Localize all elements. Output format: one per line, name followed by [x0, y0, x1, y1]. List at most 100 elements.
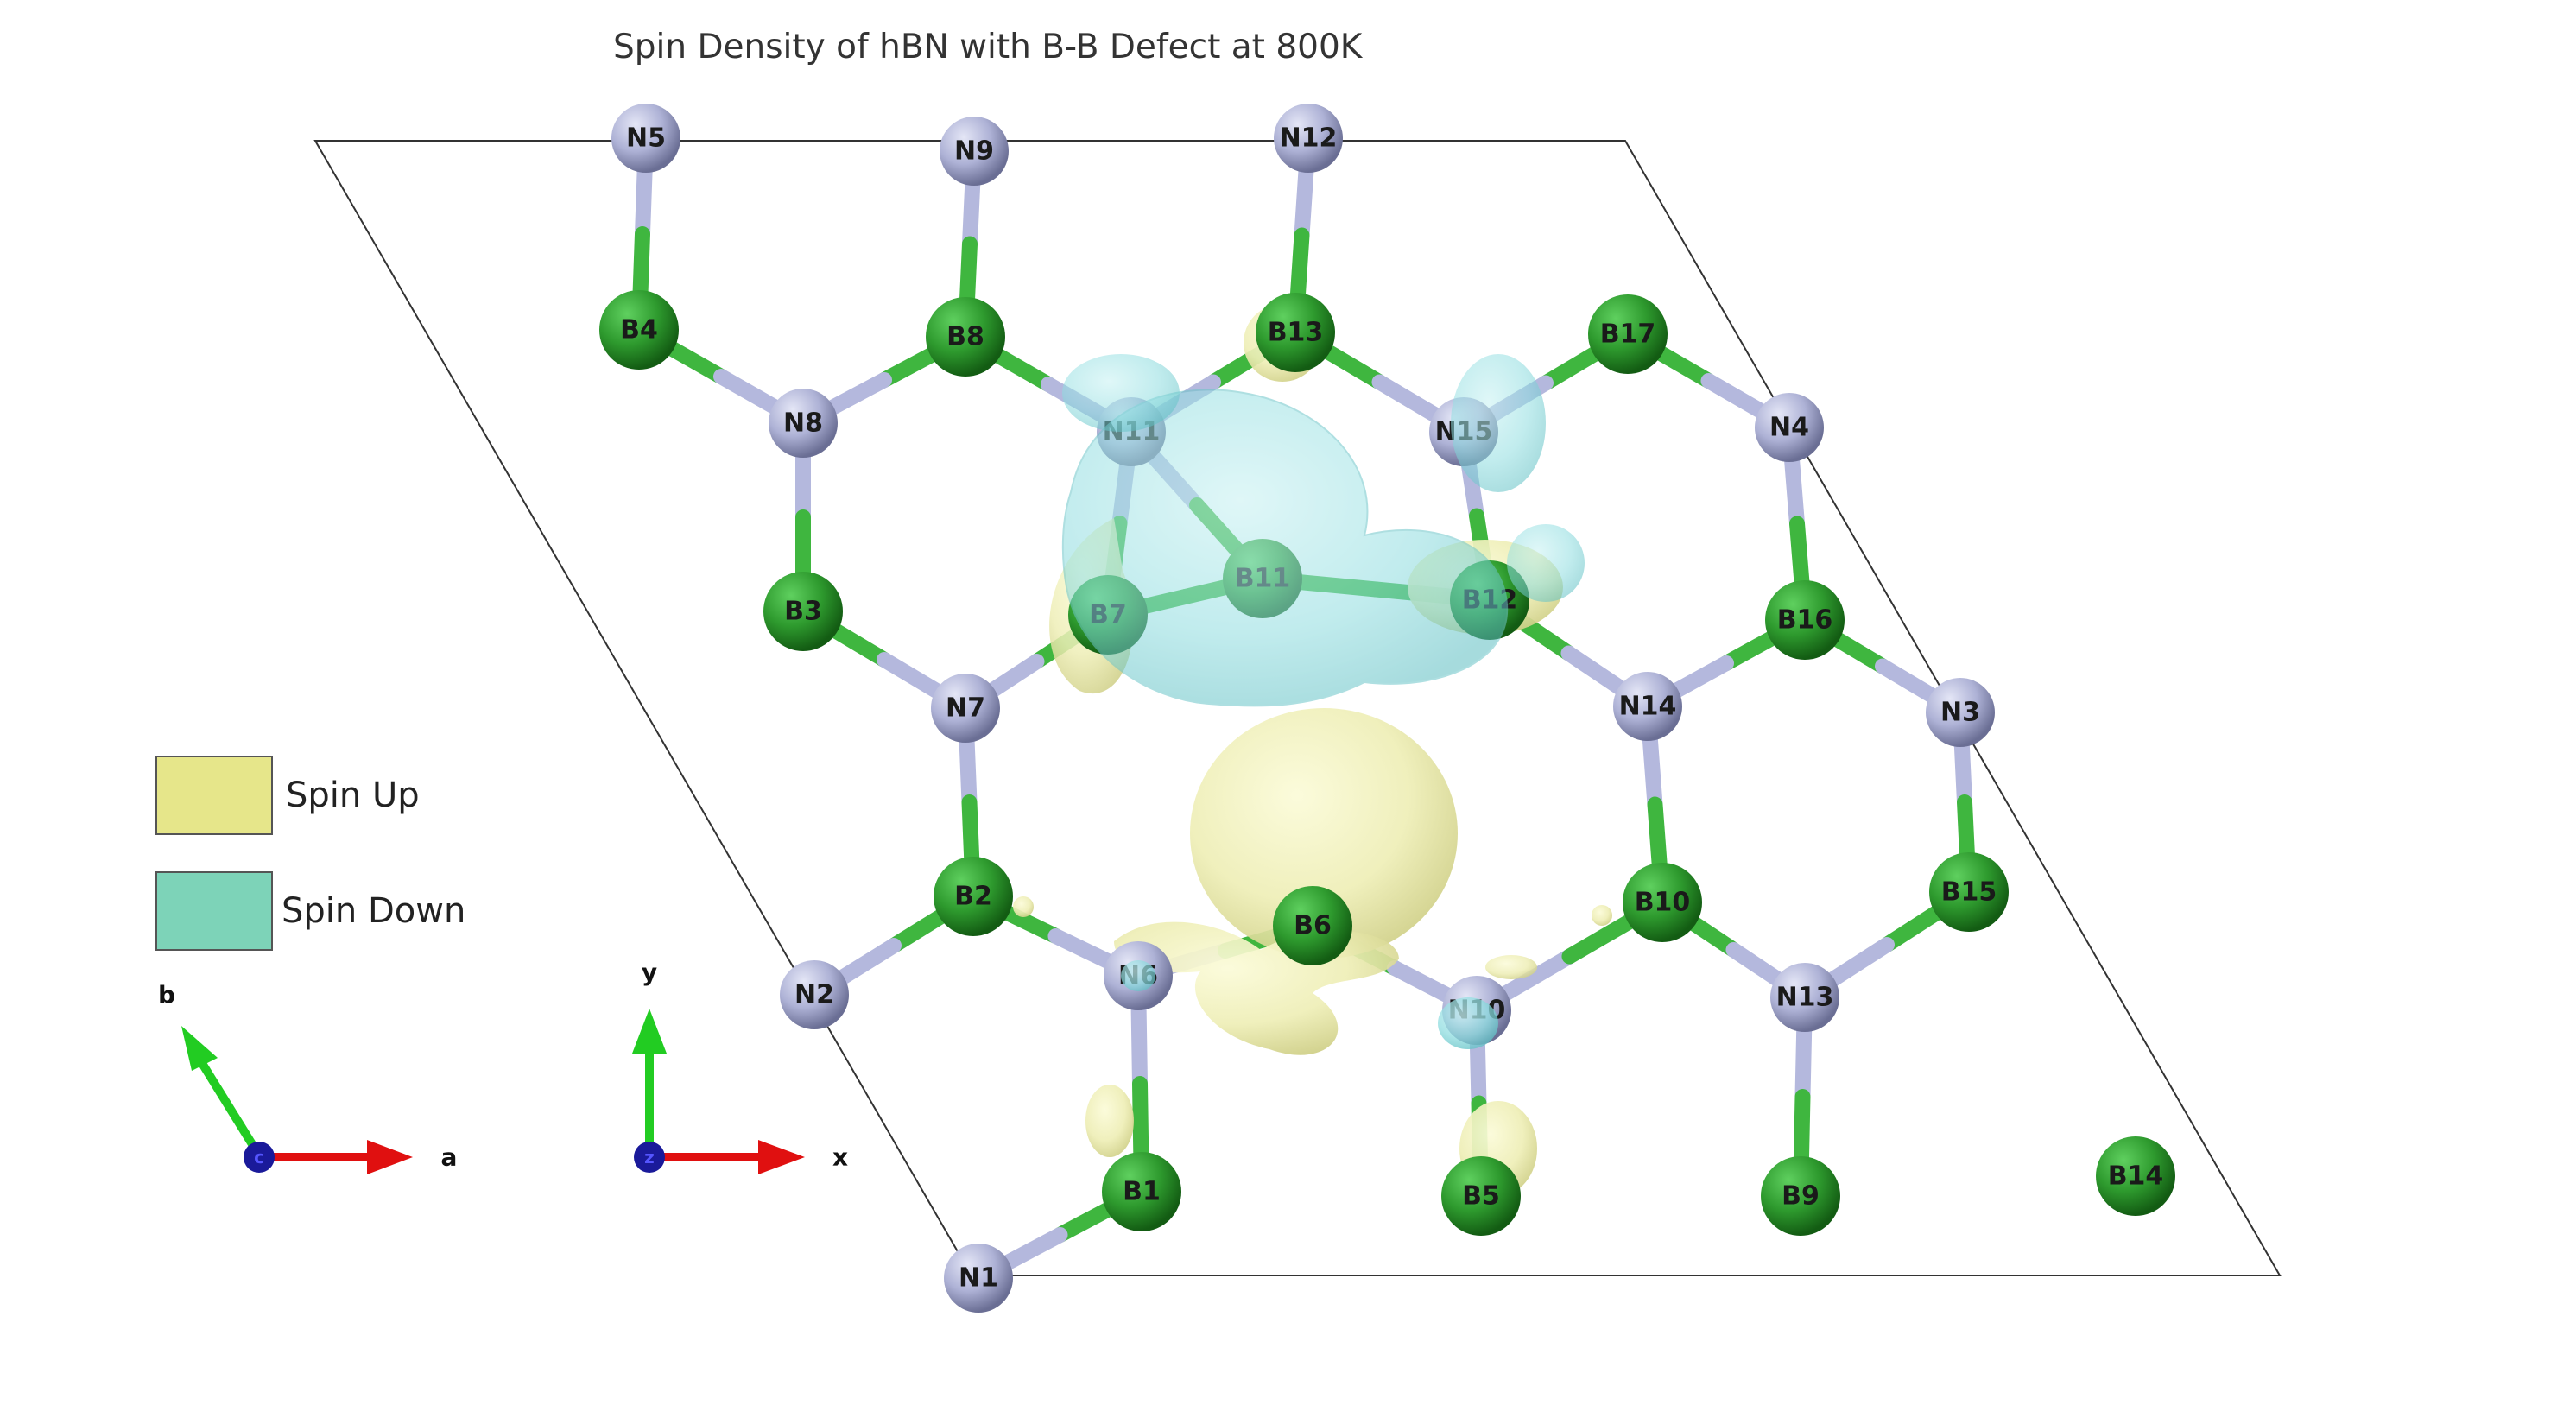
atom-b13: B13 — [1256, 293, 1335, 372]
spin-up-lobe — [1485, 955, 1537, 979]
atom-n4: N4 — [1755, 393, 1824, 462]
atom-b8: B8 — [926, 297, 1005, 377]
axis-b-arrow — [196, 1058, 263, 1158]
spin-down-lobe — [1121, 960, 1155, 991]
atom-n1: N1 — [944, 1244, 1013, 1313]
axis-y-arrowhead — [632, 1009, 667, 1054]
legend-label-spin-down: Spin Down — [282, 891, 465, 931]
lattice-axes-indicator: c b a — [158, 981, 457, 1174]
spin-up-lobe — [1013, 896, 1034, 917]
atom-n13: N13 — [1770, 963, 1839, 1032]
atom-b5: B5 — [1441, 1156, 1521, 1236]
atom-label: B13 — [1268, 318, 1324, 348]
atom-b9: B9 — [1761, 1156, 1840, 1236]
spin-down-lobe — [1451, 354, 1546, 492]
figure-title: Spin Density of hBN with B-B Defect at 8… — [613, 28, 1363, 66]
atom-n14: N14 — [1613, 672, 1682, 741]
axis-c-dot — [244, 1142, 275, 1173]
nitrogen-atom-sphere — [944, 1244, 1013, 1313]
atom-label: B6 — [1294, 911, 1332, 941]
nitrogen-atom-sphere — [611, 104, 680, 173]
spin-down-lobe — [1061, 389, 1509, 707]
nitrogen-atom-sphere — [769, 389, 838, 458]
spin-down-lobe — [1438, 997, 1498, 1049]
axis-z-dot — [634, 1142, 665, 1173]
atom-n5: N5 — [611, 104, 680, 173]
atom-n2: N2 — [780, 960, 849, 1029]
spin-up-lobe — [1085, 1085, 1134, 1157]
atom-label: B15 — [1941, 877, 1997, 908]
atom-label: N9 — [954, 136, 994, 167]
atom-label: N4 — [1769, 413, 1809, 443]
axis-a-arrowhead — [367, 1140, 413, 1174]
boron-atom-sphere — [599, 290, 679, 370]
atom-label: N2 — [794, 980, 834, 1010]
atoms: N5N9N12B4B8B13B17N8N11N15N4B3B7B11B12B16… — [599, 104, 2175, 1313]
boron-atom-sphere — [1441, 1156, 1521, 1236]
spin-up-lobe — [1190, 708, 1458, 959]
legend-swatch-spin-up — [155, 756, 273, 835]
nitrogen-atom-sphere — [940, 117, 1009, 186]
atom-n12: N12 — [1274, 104, 1343, 173]
atom-label: N5 — [626, 123, 666, 154]
atom-label: B9 — [1782, 1181, 1820, 1212]
spin-down-lobe — [1062, 354, 1180, 432]
atom-label: B10 — [1635, 888, 1691, 918]
spin-up-lobe — [1592, 905, 1612, 926]
spin-down-lobe — [1507, 524, 1585, 602]
atom-b4: B4 — [599, 290, 679, 370]
cartesian-axes-indicator: z y x — [632, 959, 848, 1174]
atom-label: B17 — [1600, 320, 1656, 350]
axis-b-label: b — [158, 981, 175, 1009]
boron-atom-sphere — [763, 572, 843, 651]
boron-atom-sphere — [1929, 852, 2009, 932]
axis-y-label: y — [642, 959, 657, 987]
atom-label: N3 — [1940, 698, 1980, 728]
legend-label-spin-up: Spin Up — [286, 775, 420, 815]
spin-density-front — [1061, 354, 1585, 1049]
atom-b3: B3 — [763, 572, 843, 651]
atom-b1: B1 — [1102, 1152, 1181, 1231]
atom-b17: B17 — [1588, 294, 1668, 374]
unit-cell-outline — [313, 140, 2282, 1276]
nitrogen-atom-sphere — [1770, 963, 1839, 1032]
atom-b6: B6 — [1273, 886, 1352, 965]
nitrogen-atom-sphere — [931, 674, 1000, 743]
atom-label: N12 — [1280, 123, 1338, 154]
atom-label: N8 — [783, 408, 823, 439]
atom-b2: B2 — [934, 857, 1013, 936]
boron-atom-sphere — [926, 297, 1005, 377]
atom-label: B1 — [1123, 1177, 1161, 1207]
boron-atom-sphere — [1273, 886, 1352, 965]
atom-label: N14 — [1619, 692, 1677, 722]
atom-label: B5 — [1462, 1181, 1500, 1212]
nitrogen-atom-sphere — [1274, 104, 1343, 173]
atom-label: B14 — [2108, 1161, 2164, 1192]
atom-label: B4 — [620, 315, 658, 345]
boron-atom-sphere — [1256, 293, 1335, 372]
atom-label: B8 — [946, 322, 984, 352]
axis-x-label: x — [832, 1143, 848, 1172]
nitrogen-atom-sphere — [1755, 393, 1824, 462]
atom-n3: N3 — [1926, 678, 1995, 747]
atom-label: N7 — [946, 693, 985, 724]
axis-c-label: c — [254, 1147, 264, 1168]
boron-atom-sphere — [934, 857, 1013, 936]
atom-label: B16 — [1777, 605, 1833, 636]
atom-label: N13 — [1776, 983, 1834, 1013]
atom-b15: B15 — [1929, 852, 2009, 932]
atom-n9: N9 — [940, 117, 1009, 186]
atom-label: B3 — [784, 597, 822, 627]
boron-atom-sphere — [1623, 863, 1702, 942]
atom-label: N1 — [959, 1263, 998, 1294]
legend-swatch-spin-down — [155, 871, 273, 951]
axis-x-arrowhead — [758, 1140, 805, 1174]
nitrogen-atom-sphere — [1926, 678, 1995, 747]
atom-n7: N7 — [931, 674, 1000, 743]
boron-atom-sphere — [1765, 580, 1845, 660]
axis-b-arrowhead — [181, 1026, 218, 1071]
legend: Spin Up Spin Down — [155, 756, 465, 951]
nitrogen-atom-sphere — [780, 960, 849, 1029]
axis-z-label: z — [644, 1147, 655, 1168]
